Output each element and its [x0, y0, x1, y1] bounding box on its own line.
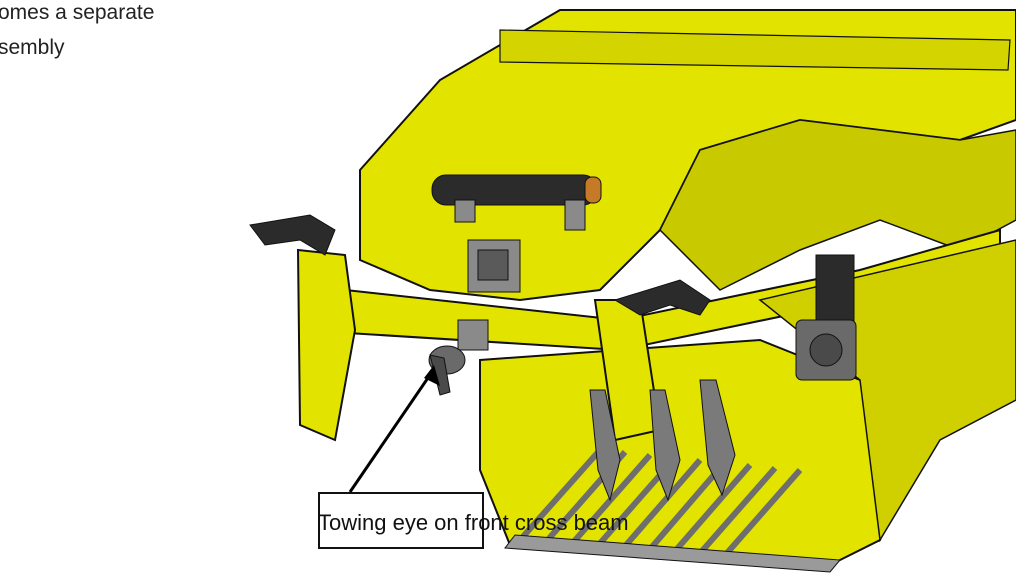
callout-arrowhead [424, 365, 440, 386]
left-hook [249, 214, 336, 256]
gearbox [795, 254, 857, 381]
tines [589, 379, 736, 502]
callout-arrow-line [348, 371, 434, 493]
grate-frame [504, 534, 842, 573]
valve-block [467, 239, 521, 293]
left-frame [296, 248, 357, 442]
hydraulic-cylinder [431, 174, 602, 231]
note-line-2: sembly [0, 36, 65, 59]
note-line-1: omes a separate [0, 1, 155, 24]
callout-box [318, 492, 484, 549]
callout-label: Towing eye on front cross beam [318, 510, 629, 535]
middle-hook [613, 279, 711, 316]
grate [517, 448, 803, 563]
hood-ridge [499, 29, 1011, 71]
